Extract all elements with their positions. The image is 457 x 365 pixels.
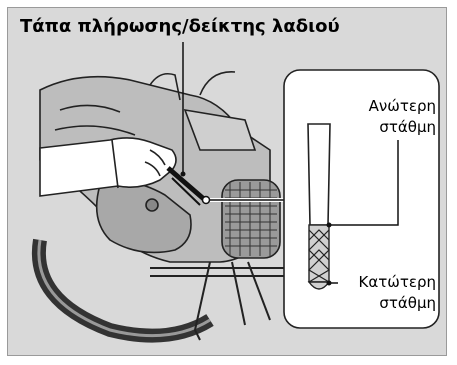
upper-level-label-line1: Ανώτερη bbox=[346, 96, 436, 117]
figure-title: Τάπα πλήρωσης/δείκτης λαδιού bbox=[20, 16, 340, 37]
radiator-grille-icon bbox=[222, 180, 280, 258]
lower-level-label-line2: στάθμη bbox=[338, 293, 436, 314]
inset-pointer-dot bbox=[203, 197, 210, 204]
upper-level-label: Ανώτερη στάθμη bbox=[346, 96, 436, 138]
lower-level-label-line1: Κατώτερη bbox=[338, 272, 436, 293]
upper-level-label-line2: στάθμη bbox=[346, 117, 436, 138]
lower-level-label: Κατώτερη στάθμη bbox=[338, 272, 436, 314]
title-leader-dot bbox=[181, 172, 186, 177]
